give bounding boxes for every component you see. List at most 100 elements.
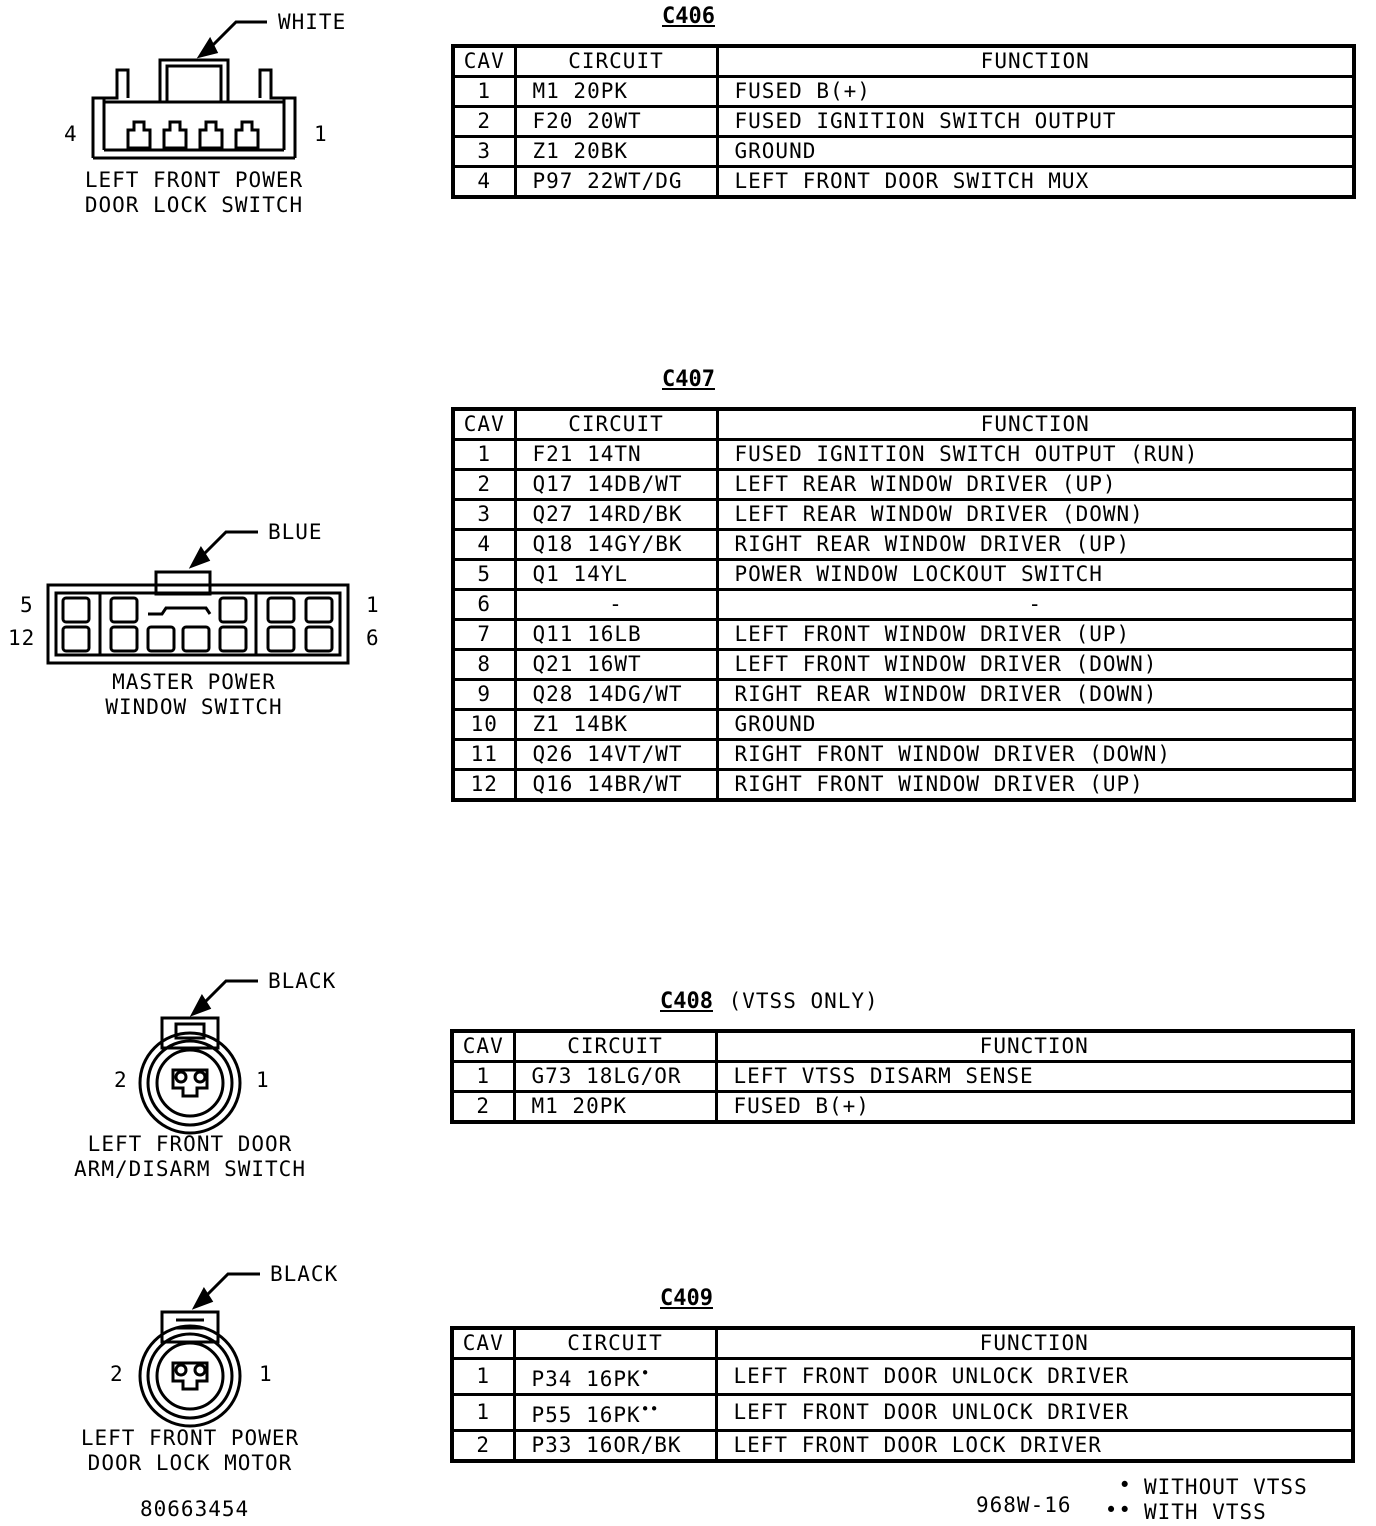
table-row: 1 F21 14TN FUSED IGNITION SWITCH OUTPUT … <box>451 438 1356 471</box>
c409-pinout-table: CAV CIRCUIT FUNCTION 1 P34 16PK• LEFT FR… <box>450 1326 1355 1463</box>
function-cell: POWER WINDOW LOCKOUT SWITCH <box>715 558 1356 591</box>
function-cell: RIGHT REAR WINDOW DRIVER (DOWN) <box>715 678 1356 711</box>
table-row: 3 Q27 14RD/BK LEFT REAR WINDOW DRIVER (D… <box>451 498 1356 531</box>
circuit-text: P34 16PK <box>531 1367 641 1391</box>
c407-pin-top-right-label: 1 <box>366 593 380 617</box>
cav-cell: 4 <box>451 528 517 561</box>
c408-color-label: BLACK <box>268 969 337 993</box>
c407-connector-face <box>46 570 350 665</box>
function-cell: LEFT REAR WINDOW DRIVER (UP) <box>715 468 1356 501</box>
function-cell: FUSED IGNITION SWITCH OUTPUT <box>715 105 1356 138</box>
cav-cell: 2 <box>450 1429 516 1463</box>
function-cell: RIGHT REAR WINDOW DRIVER (UP) <box>715 528 1356 561</box>
function-cell: LEFT FRONT DOOR LOCK DRIVER <box>714 1429 1355 1463</box>
function-cell: RIGHT FRONT WINDOW DRIVER (DOWN) <box>715 738 1356 771</box>
table-row: 5 Q1 14YL POWER WINDOW LOCKOUT SWITCH <box>451 558 1356 591</box>
circuit-cell: - <box>513 588 719 621</box>
circuit-cell: Q18 14GY/BK <box>513 528 719 561</box>
c409-name-line-2: DOOR LOCK MOTOR <box>87 1451 293 1475</box>
c409-connector-face <box>138 1310 242 1428</box>
c408-qualifier: (VTSS ONLY) <box>728 989 879 1013</box>
table-row: 2 M1 20PK FUSED B(+) <box>450 1090 1355 1124</box>
circuit-cell: G73 18LG/OR <box>512 1060 718 1093</box>
c407-color-label: BLUE <box>268 520 323 544</box>
c409-name-line-1: LEFT FRONT POWER <box>80 1426 300 1450</box>
c408-connector-face <box>138 1016 242 1135</box>
cav-cell: 2 <box>451 105 517 138</box>
cav-cell: 12 <box>451 768 517 802</box>
figure-id: 968W-16 <box>976 1493 1072 1517</box>
cav-cell: 9 <box>451 678 517 711</box>
function-cell: LEFT FRONT WINDOW DRIVER (DOWN) <box>715 648 1356 681</box>
table-row: 1 P55 16PK•• LEFT FRONT DOOR UNLOCK DRIV… <box>450 1393 1355 1432</box>
header-function: FUNCTION <box>715 407 1356 441</box>
circuit-text: P55 16PK <box>531 1403 641 1427</box>
legend-text-with-vtss: WITH VTSS <box>1144 1500 1267 1524</box>
table-row: 2 Q17 14DB/WT LEFT REAR WINDOW DRIVER (U… <box>451 468 1356 501</box>
table-row: 3 Z1 20BK GROUND <box>451 135 1356 168</box>
table-row: 6 - - <box>451 588 1356 621</box>
footnote-mark: •• <box>640 1400 659 1418</box>
circuit-cell: Z1 20BK <box>513 135 719 168</box>
c408-name-line-1: LEFT FRONT DOOR <box>87 1132 293 1156</box>
cav-cell: 5 <box>451 558 517 591</box>
table-row: 2 P33 16OR/BK LEFT FRONT DOOR LOCK DRIVE… <box>450 1429 1355 1463</box>
table-header-row: CAV CIRCUIT FUNCTION <box>450 1029 1355 1063</box>
header-circuit: CIRCUIT <box>513 407 719 441</box>
function-cell: LEFT FRONT DOOR UNLOCK DRIVER <box>714 1393 1355 1432</box>
circuit-cell: F20 20WT <box>513 105 719 138</box>
header-function: FUNCTION <box>714 1029 1355 1063</box>
circuit-cell: Q21 16WT <box>513 648 719 681</box>
function-cell: FUSED B(+) <box>714 1090 1355 1124</box>
circuit-cell: Q27 14RD/BK <box>513 498 719 531</box>
c407-pin-bottom-right-label: 6 <box>366 626 380 650</box>
c407-pin-top-left-label: 5 <box>20 593 34 617</box>
circuit-cell: M1 20PK <box>512 1090 718 1124</box>
c409-color-label: BLACK <box>270 1262 339 1286</box>
circuit-cell: Q26 14VT/WT <box>513 738 719 771</box>
function-cell: GROUND <box>715 708 1356 741</box>
table-header-row: CAV CIRCUIT FUNCTION <box>450 1326 1355 1360</box>
c408-title: C408 <box>660 989 713 1014</box>
c406-title: C406 <box>662 4 715 29</box>
table-row: 2 F20 20WT FUSED IGNITION SWITCH OUTPUT <box>451 105 1356 138</box>
function-cell: LEFT FRONT WINDOW DRIVER (UP) <box>715 618 1356 651</box>
legend-mark-without-vtss: • <box>1118 1473 1132 1497</box>
table-row: 7 Q11 16LB LEFT FRONT WINDOW DRIVER (UP) <box>451 618 1356 651</box>
c407-color-leader-arrow <box>188 530 258 569</box>
circuit-cell: P33 16OR/BK <box>512 1429 718 1463</box>
function-cell: GROUND <box>715 135 1356 168</box>
circuit-cell: P97 22WT/DG <box>513 165 719 199</box>
c408-title-group: C408 (VTSS ONLY) <box>660 989 879 1014</box>
circuit-cell: Q16 14BR/WT <box>513 768 719 802</box>
cav-cell: 2 <box>451 468 517 501</box>
legend-mark-with-vtss: •• <box>1104 1498 1132 1522</box>
c407-name-line-2: WINDOW SWITCH <box>105 695 283 719</box>
function-cell: LEFT VTSS DISARM SENSE <box>714 1060 1355 1093</box>
table-row: 1 G73 18LG/OR LEFT VTSS DISARM SENSE <box>450 1060 1355 1093</box>
cav-cell: 1 <box>450 1393 516 1432</box>
circuit-cell: Q11 16LB <box>513 618 719 651</box>
c409-color-leader-arrow <box>191 1272 260 1310</box>
legend-text-without-vtss: WITHOUT VTSS <box>1144 1475 1308 1499</box>
circuit-cell: Q17 14DB/WT <box>513 468 719 501</box>
c407-pin-bottom-left-label: 12 <box>8 626 36 650</box>
circuit-cell: Z1 14BK <box>513 708 719 741</box>
c406-connector-face <box>91 58 297 160</box>
cav-cell: 3 <box>451 498 517 531</box>
c407-title: C407 <box>662 367 715 392</box>
c406-name-line-2: DOOR LOCK SWITCH <box>84 193 304 217</box>
cav-cell: 6 <box>451 588 517 621</box>
header-cav: CAV <box>451 44 517 78</box>
function-cell: LEFT REAR WINDOW DRIVER (DOWN) <box>715 498 1356 531</box>
c407-pinout-table: CAV CIRCUIT FUNCTION 1 F21 14TN FUSED IG… <box>451 407 1356 802</box>
function-cell: LEFT FRONT DOOR UNLOCK DRIVER <box>714 1357 1355 1396</box>
c408-name-line-2: ARM/DISARM SWITCH <box>74 1157 306 1181</box>
table-header-row: CAV CIRCUIT FUNCTION <box>451 44 1356 78</box>
table-row: 1 M1 20PK FUSED B(+) <box>451 75 1356 108</box>
table-row: 11 Q26 14VT/WT RIGHT FRONT WINDOW DRIVER… <box>451 738 1356 771</box>
cav-cell: 11 <box>451 738 517 771</box>
c406-pin-left-label: 4 <box>64 122 78 146</box>
cav-cell: 8 <box>451 648 517 681</box>
c408-pin-left-label: 2 <box>114 1068 128 1092</box>
